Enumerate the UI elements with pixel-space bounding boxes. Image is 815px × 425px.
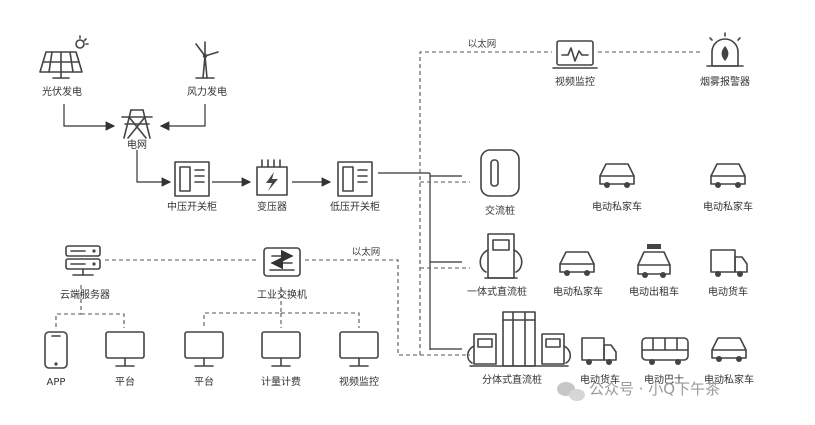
monitor-icon: [184, 331, 224, 367]
ethernet-top-label: 以太网: [468, 38, 497, 50]
switchgear-cabinet-icon: [337, 161, 373, 197]
industrial-switch-label: 工业交换机: [257, 288, 307, 301]
phone-icon: [44, 331, 68, 369]
lv-switchgear-label: 低压开关柜: [330, 200, 380, 213]
grid-label: 电网: [127, 138, 147, 151]
bus-label: 电动巴士: [644, 373, 684, 386]
car-icon: [710, 163, 746, 188]
split-dc-label: 分体式直流桩: [482, 373, 542, 386]
charging-pile-icon: [479, 233, 523, 279]
charging-pile-icon: [466, 311, 572, 367]
monitor-icon: [261, 331, 301, 367]
integrated-dc-label: 一体式直流桩: [467, 285, 527, 298]
power-flow-lines: [63, 104, 462, 350]
solar-panel-icon: [39, 35, 89, 79]
app-label: APP: [47, 377, 66, 388]
ethernet-mid-label: 以太网: [352, 246, 381, 258]
cloud-server-label: 云端服务器: [60, 288, 110, 301]
monitor-icon: [552, 40, 598, 69]
taxi-icon: [637, 244, 671, 278]
ac-pile-label: 交流桩: [485, 204, 515, 217]
charging-pile-icon: [480, 149, 520, 197]
alarm-light-icon: [706, 32, 744, 67]
private-car-3-label: 电动私家车: [553, 285, 603, 298]
smoke-alarm-label: 烟雾报警器: [700, 75, 750, 88]
private-car-4-label: 电动私家车: [704, 373, 754, 386]
truck-icon: [581, 337, 617, 365]
monitor-icon: [339, 331, 379, 367]
network-switch-icon: [263, 247, 301, 277]
truck-icon: [710, 249, 748, 277]
mv-switchgear-label: 中压开关柜: [167, 200, 217, 213]
wind-turbine-icon: [195, 41, 219, 79]
monitor-icon: [105, 331, 145, 367]
ethernet-lines: [55, 51, 700, 356]
private-car-1-label: 电动私家车: [592, 200, 642, 213]
car-icon: [599, 163, 635, 188]
taxi-label: 电动出租车: [629, 285, 679, 298]
wind-label: 风力发电: [187, 85, 227, 98]
video-monitor-bottom-label: 视频监控: [339, 375, 379, 388]
platform-2-label: 平台: [194, 375, 214, 388]
power-tower-icon: [121, 109, 153, 139]
wechat-icon: [557, 382, 585, 401]
video-monitor-top-label: 视频监控: [555, 75, 595, 88]
watermark: 公众号 · 小Q下午茶: [589, 380, 720, 398]
car-icon: [559, 251, 595, 276]
truck-1-label: 电动货车: [708, 285, 748, 298]
bus-icon: [641, 337, 689, 365]
pv-label: 光伏发电: [42, 85, 82, 98]
truck-2-label: 电动货车: [580, 373, 620, 386]
car-icon: [711, 337, 747, 362]
transformer-label: 变压器: [257, 200, 287, 213]
private-car-2-label: 电动私家车: [703, 200, 753, 213]
platform-1-label: 平台: [115, 375, 135, 388]
switchgear-cabinet-icon: [174, 161, 210, 197]
metering-label: 计量计费: [261, 375, 301, 388]
transformer-icon: [256, 159, 288, 196]
server-icon: [65, 245, 101, 276]
